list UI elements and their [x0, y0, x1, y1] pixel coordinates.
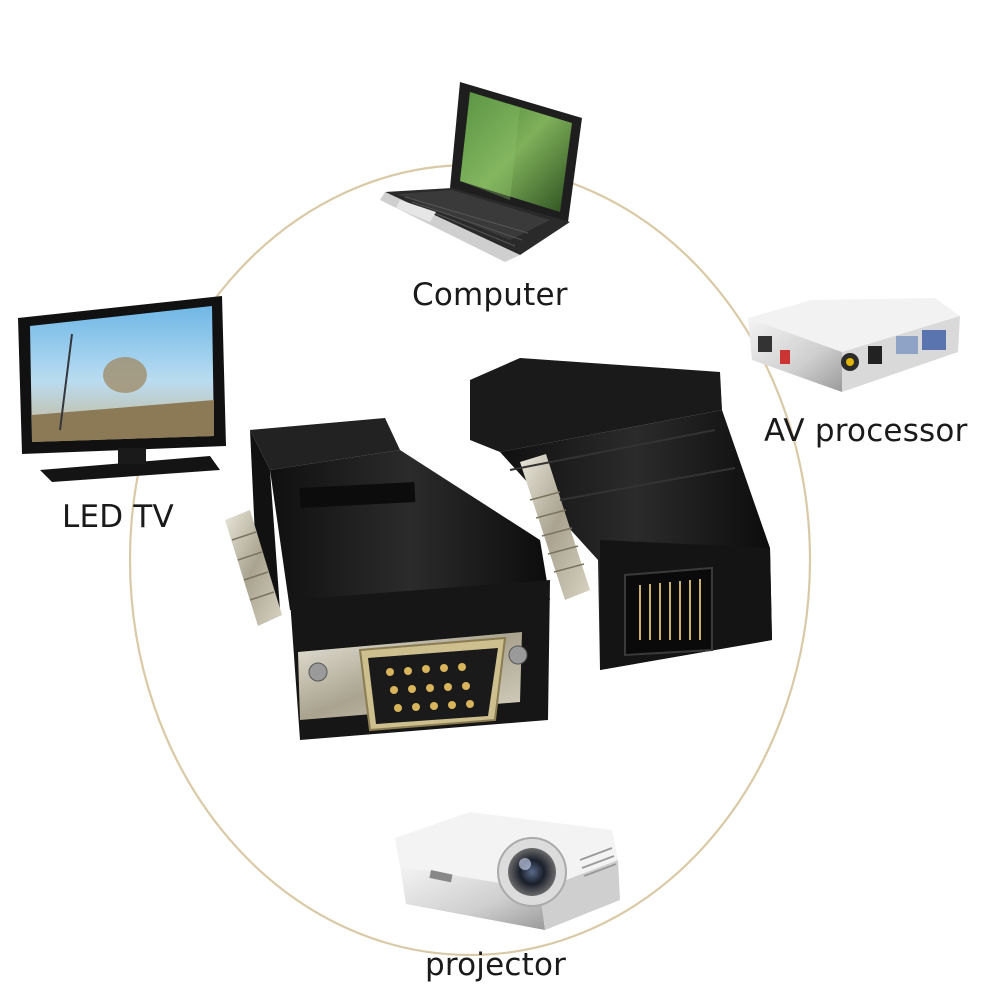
rj45-female-adapter: [470, 358, 772, 670]
laptop-icon: [380, 82, 582, 262]
led-tv-icon: [18, 296, 226, 482]
label-av-processor: AV processor: [764, 413, 968, 449]
label-projector: projector: [425, 947, 567, 983]
projector-icon: [395, 812, 620, 930]
label-computer: Computer: [412, 277, 568, 313]
vga-male-adapter: [225, 418, 550, 740]
av-processor-icon: [748, 298, 960, 392]
label-led-tv: LED TV: [62, 499, 174, 535]
